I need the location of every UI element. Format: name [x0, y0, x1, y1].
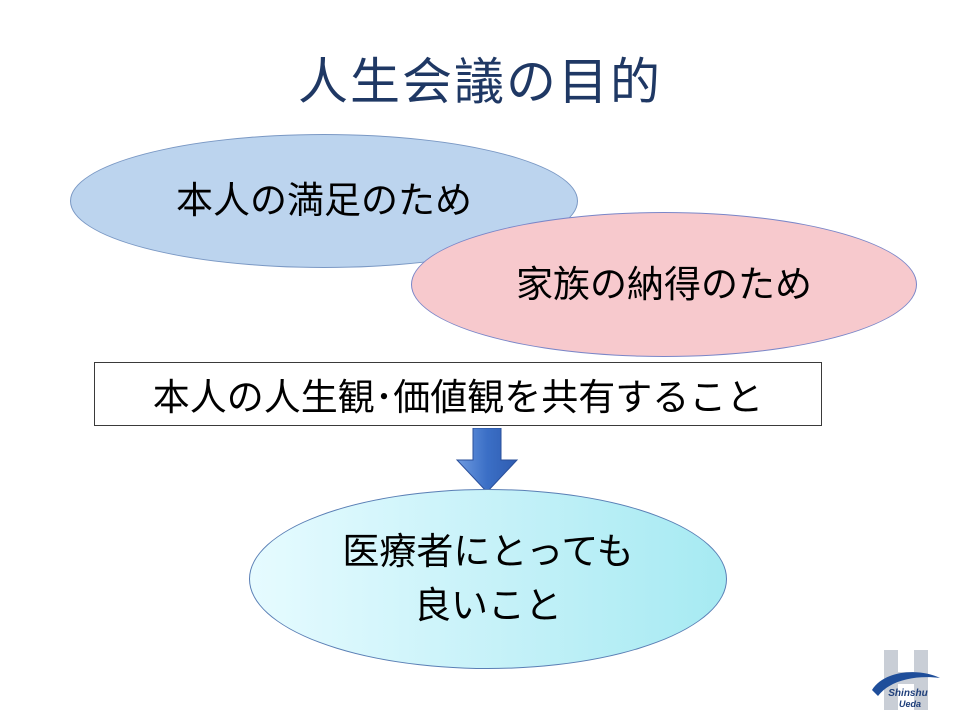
healthcare-benefit-ellipse: 医療者にとっても 良いこと [249, 489, 727, 669]
healthcare-benefit-line1: 医療者にとっても [342, 530, 634, 574]
logo-text-ueda: Ueda [899, 699, 921, 709]
logo-text-shinshu: Shinshu [888, 688, 927, 699]
logo-swoosh-icon [872, 672, 940, 696]
shinshu-ueda-logo: Shinshu Ueda [872, 650, 940, 710]
family-understanding-ellipse: 家族の納得のため [411, 212, 917, 357]
self-satisfaction-label: 本人の満足のため [176, 179, 472, 223]
self-satisfaction-ellipse: 本人の満足のため [70, 134, 578, 268]
family-understanding-label: 家族の納得のため [516, 262, 812, 306]
healthcare-benefit-line2: 良いこと [413, 584, 562, 627]
shared-values-label: 本人の人生観･価値観を共有すること [152, 376, 764, 419]
slide-title: 人生会議の目的 [298, 53, 662, 111]
shared-values-box: 本人の人生観･価値観を共有すること [94, 362, 822, 426]
down-arrow-icon [455, 428, 519, 493]
